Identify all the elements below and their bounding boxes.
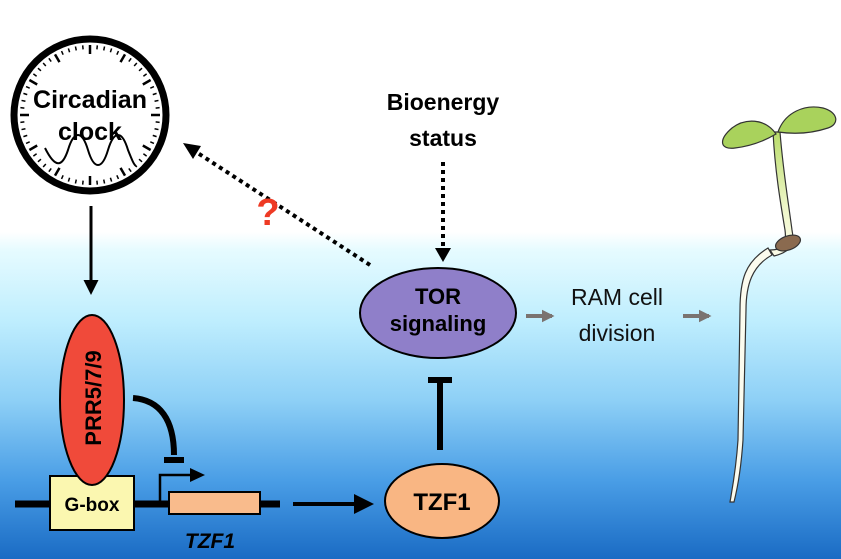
clock-tick: [53, 167, 61, 177]
clock-tick: [149, 85, 155, 89]
clock-tick: [23, 134, 28, 138]
clock-tick: [53, 53, 61, 63]
tzf1-gene-label: TZF1: [185, 530, 235, 553]
bioenergy-arrowhead: [435, 248, 451, 262]
clock-tick: [152, 134, 157, 138]
clock-tick: [109, 48, 113, 53]
clock-tick: [102, 179, 106, 184]
clock-tick: [25, 141, 31, 145]
clock-tick: [21, 99, 26, 103]
prr-inhibition-arc: [132, 395, 177, 456]
unknown-link-question-mark: ?: [256, 192, 279, 234]
clock-label-line1: Circadian: [33, 86, 147, 114]
ram-label-line1: RAM cell: [571, 284, 663, 310]
clock-tick: [74, 179, 78, 184]
clock-tick: [128, 57, 132, 63]
clock-tick: [109, 177, 113, 182]
clock-tick: [142, 153, 148, 157]
clock-tick: [48, 57, 52, 63]
clock-tick: [119, 53, 127, 63]
clock-tick: [142, 78, 152, 86]
clock-tick: [67, 177, 71, 182]
clock-tick: [102, 46, 106, 51]
oscillation-wave: [44, 134, 137, 167]
clock-tick: [21, 127, 26, 131]
seed-coat: [774, 234, 802, 252]
clock-tick: [23, 92, 28, 96]
left-cotyledon: [722, 120, 777, 149]
tor-signaling: TOR signaling: [359, 267, 517, 359]
clock-tick: [32, 73, 38, 77]
circadian-clock-icon: Circadian clock: [10, 35, 170, 195]
clock-tick: [37, 158, 42, 163]
tor-label-line2: signaling: [390, 311, 487, 336]
clock-tick: [28, 144, 38, 152]
clock-tick: [28, 78, 38, 86]
clock-tick: [138, 158, 143, 163]
tor-to-clock-arrowhead: [183, 143, 201, 159]
clock-tick: [42, 62, 47, 67]
transcription-start-arrow: [158, 473, 195, 502]
clock-tick: [142, 73, 148, 77]
tzf1-protein: TZF1: [384, 463, 500, 539]
clock-tick: [142, 144, 152, 152]
clock-tick: [42, 163, 47, 168]
root: [729, 247, 773, 503]
clock-tick: [149, 141, 155, 145]
clock-tick: [154, 99, 159, 103]
clock-tick: [32, 153, 38, 157]
clock-tick: [128, 167, 132, 173]
clock-tick: [116, 50, 120, 56]
clock-tick: [67, 48, 71, 53]
clock-tick: [60, 50, 64, 56]
seedling-illustration: [722, 106, 837, 503]
g-box-label: G-box: [65, 495, 120, 516]
clock-tick: [25, 85, 31, 89]
transcription-arrowhead: [190, 468, 205, 482]
clock-tick: [37, 67, 42, 72]
clock-tick: [48, 167, 52, 173]
clock-tick: [119, 167, 127, 177]
tor-label-line1: TOR: [415, 284, 461, 309]
tzf1-protein-label: TZF1: [413, 489, 470, 516]
ram-label-line2: division: [579, 320, 656, 346]
clock-tick: [116, 174, 120, 180]
tor-to-clock-dotted-arrow: [188, 146, 372, 267]
prr-protein: PRR5/7/9: [59, 314, 125, 486]
clock-tick: [60, 174, 64, 180]
tzf1-gene: TZF1: [168, 491, 261, 553]
clock-tick: [74, 46, 78, 51]
clock-tick: [152, 92, 157, 96]
prr-label: PRR5/7/9: [81, 350, 106, 445]
clock-tick: [138, 67, 143, 72]
hypocotyl: [768, 131, 794, 257]
clock-tick: [133, 62, 138, 67]
bioenergy-label-line2: status: [409, 125, 477, 151]
right-cotyledon: [777, 106, 837, 134]
clock-tick: [154, 127, 159, 131]
bioenergy-label-line1: Bioenergy: [387, 89, 500, 115]
clock-label-line2: clock: [58, 118, 122, 146]
